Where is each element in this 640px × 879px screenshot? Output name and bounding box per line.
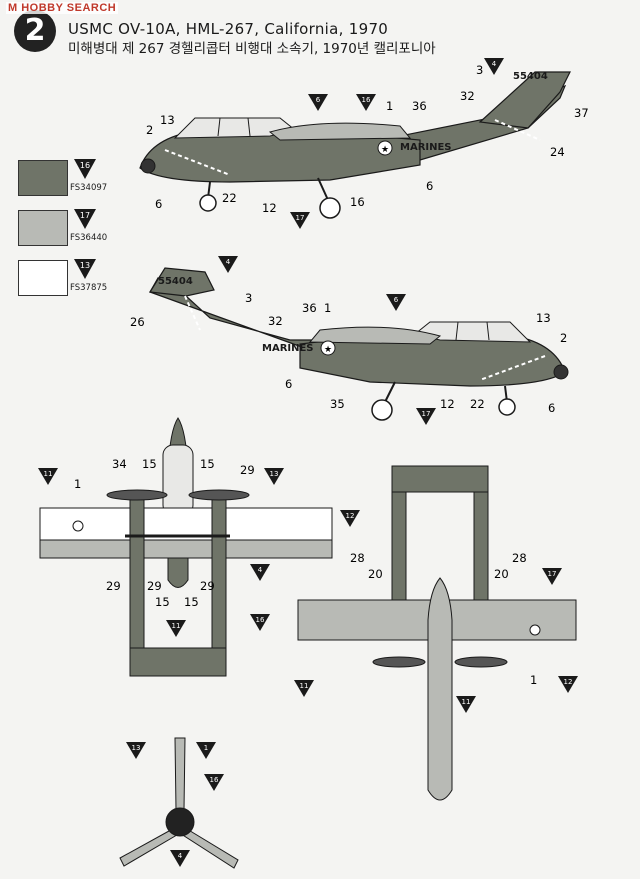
tri-12-a: 12 xyxy=(346,512,355,520)
tri-17-c: 17 xyxy=(548,570,557,578)
label-6-b: 6 xyxy=(155,197,162,211)
color-legend: 16 FS34097 17 FS36440 13 FS37875 xyxy=(14,155,124,305)
number-callouts: 3 32 37 1 36 13 2 24 6 6 22 12 16 3 32 2… xyxy=(74,63,589,687)
label-16-a: 16 xyxy=(350,195,365,209)
label-36-a: 36 xyxy=(412,99,427,113)
tri-4-a: 4 xyxy=(492,60,497,68)
color-callout-13: 13 xyxy=(74,259,96,279)
tri-11-a: 11 xyxy=(44,470,53,478)
label-13-b: 13 xyxy=(536,311,551,325)
label-20-b: 20 xyxy=(494,567,509,581)
profile-right-side: ★ MARINES 55404 xyxy=(139,71,571,219)
tri-16-b: 16 xyxy=(256,616,265,624)
step-number-badge: 2 xyxy=(14,10,56,52)
swatch-fs34097 xyxy=(18,160,68,196)
marines-text-right: MARINES xyxy=(400,142,452,153)
title-korean: 미해병대 제 267 경헬리콥터 비행대 소속기, 1970년 캘리포니아 xyxy=(68,41,436,57)
label-3-b: 3 xyxy=(245,291,252,305)
tri-17-b: 17 xyxy=(422,410,431,418)
label-12-a: 12 xyxy=(262,201,277,215)
label-24: 24 xyxy=(550,145,565,159)
triangle-callouts: 4 6 16 17 4 6 17 11 13 12 4 11 16 17 11 … xyxy=(38,58,578,867)
label-2-a: 2 xyxy=(146,123,153,137)
label-29-d: 29 xyxy=(200,579,215,593)
tri-6-a: 6 xyxy=(316,96,321,104)
watermark: M HOBBY SEARCH xyxy=(6,2,119,14)
label-36-b: 36 xyxy=(302,301,317,315)
label-29-b: 29 xyxy=(106,579,121,593)
label-34: 34 xyxy=(112,457,127,471)
swatch-fs36440 xyxy=(18,210,68,246)
label-1-b: 1 xyxy=(324,301,331,315)
color-callout-17-label: 17 xyxy=(80,211,90,220)
label-15-b: 15 xyxy=(200,457,215,471)
code-fs34097: FS34097 xyxy=(70,183,108,193)
label-32-b: 32 xyxy=(268,314,283,328)
tri-16-c: 16 xyxy=(210,776,219,784)
label-20-a: 20 xyxy=(368,567,383,581)
label-22-b: 22 xyxy=(470,397,485,411)
marines-text-left: MARINES xyxy=(262,343,314,354)
label-28-b: 28 xyxy=(512,551,527,565)
label-6-a: 6 xyxy=(426,179,433,193)
tri-4-c: 4 xyxy=(258,566,263,574)
label-29-a: 29 xyxy=(240,463,255,477)
tri-16-a: 16 xyxy=(362,96,371,104)
label-15-c: 15 xyxy=(155,595,170,609)
svg-text:★: ★ xyxy=(324,345,332,355)
label-35: 35 xyxy=(330,397,345,411)
label-32-a: 32 xyxy=(460,89,475,103)
label-6-d: 6 xyxy=(548,401,555,415)
label-2-b: 2 xyxy=(560,331,567,345)
color-callout-16: 16 xyxy=(74,159,96,179)
tri-6-b: 6 xyxy=(394,296,399,304)
label-26: 26 xyxy=(130,315,145,329)
tri-4-b: 4 xyxy=(226,258,231,266)
profile-left-side: ★ MARINES 55404 xyxy=(148,267,569,421)
code-fs37875: FS37875 xyxy=(70,283,108,293)
label-15-a: 15 xyxy=(142,457,157,471)
label-13-a: 13 xyxy=(160,113,175,127)
svg-text:★: ★ xyxy=(381,145,389,155)
label-29-c: 29 xyxy=(147,579,162,593)
serial-text-right: 55404 xyxy=(513,71,548,82)
label-3-a: 3 xyxy=(476,63,483,77)
label-12-b: 12 xyxy=(440,397,455,411)
bottom-view xyxy=(297,465,577,801)
label-28-a: 28 xyxy=(350,551,365,565)
color-callout-16-label: 16 xyxy=(80,161,90,170)
tri-11-b: 11 xyxy=(172,622,181,630)
top-view xyxy=(39,417,333,677)
tri-11-d: 11 xyxy=(462,698,471,706)
color-callout-13-label: 13 xyxy=(80,261,90,270)
tri-17-a: 17 xyxy=(296,214,305,222)
tri-11-c: 11 xyxy=(300,682,309,690)
title-english: USMC OV-10A, HML-267, California, 1970 xyxy=(68,20,389,38)
label-6-c: 6 xyxy=(285,377,292,391)
tri-1: 1 xyxy=(204,744,208,752)
label-1-d: 1 xyxy=(530,673,537,687)
tri-4-d: 4 xyxy=(178,852,183,860)
tri-13-b: 13 xyxy=(132,744,141,752)
tri-12-b: 12 xyxy=(564,678,573,686)
code-fs36440: FS36440 xyxy=(70,233,108,243)
label-1-c: 1 xyxy=(74,477,81,491)
label-22-a: 22 xyxy=(222,191,237,205)
label-15-d: 15 xyxy=(184,595,199,609)
propeller-detail xyxy=(119,737,239,869)
serial-text-left: 55404 xyxy=(158,276,193,287)
label-1-a: 1 xyxy=(386,99,393,113)
color-callout-17: 17 xyxy=(74,209,96,229)
tri-13: 13 xyxy=(270,470,279,478)
label-37: 37 xyxy=(574,106,589,120)
swatch-fs37875 xyxy=(18,260,68,296)
